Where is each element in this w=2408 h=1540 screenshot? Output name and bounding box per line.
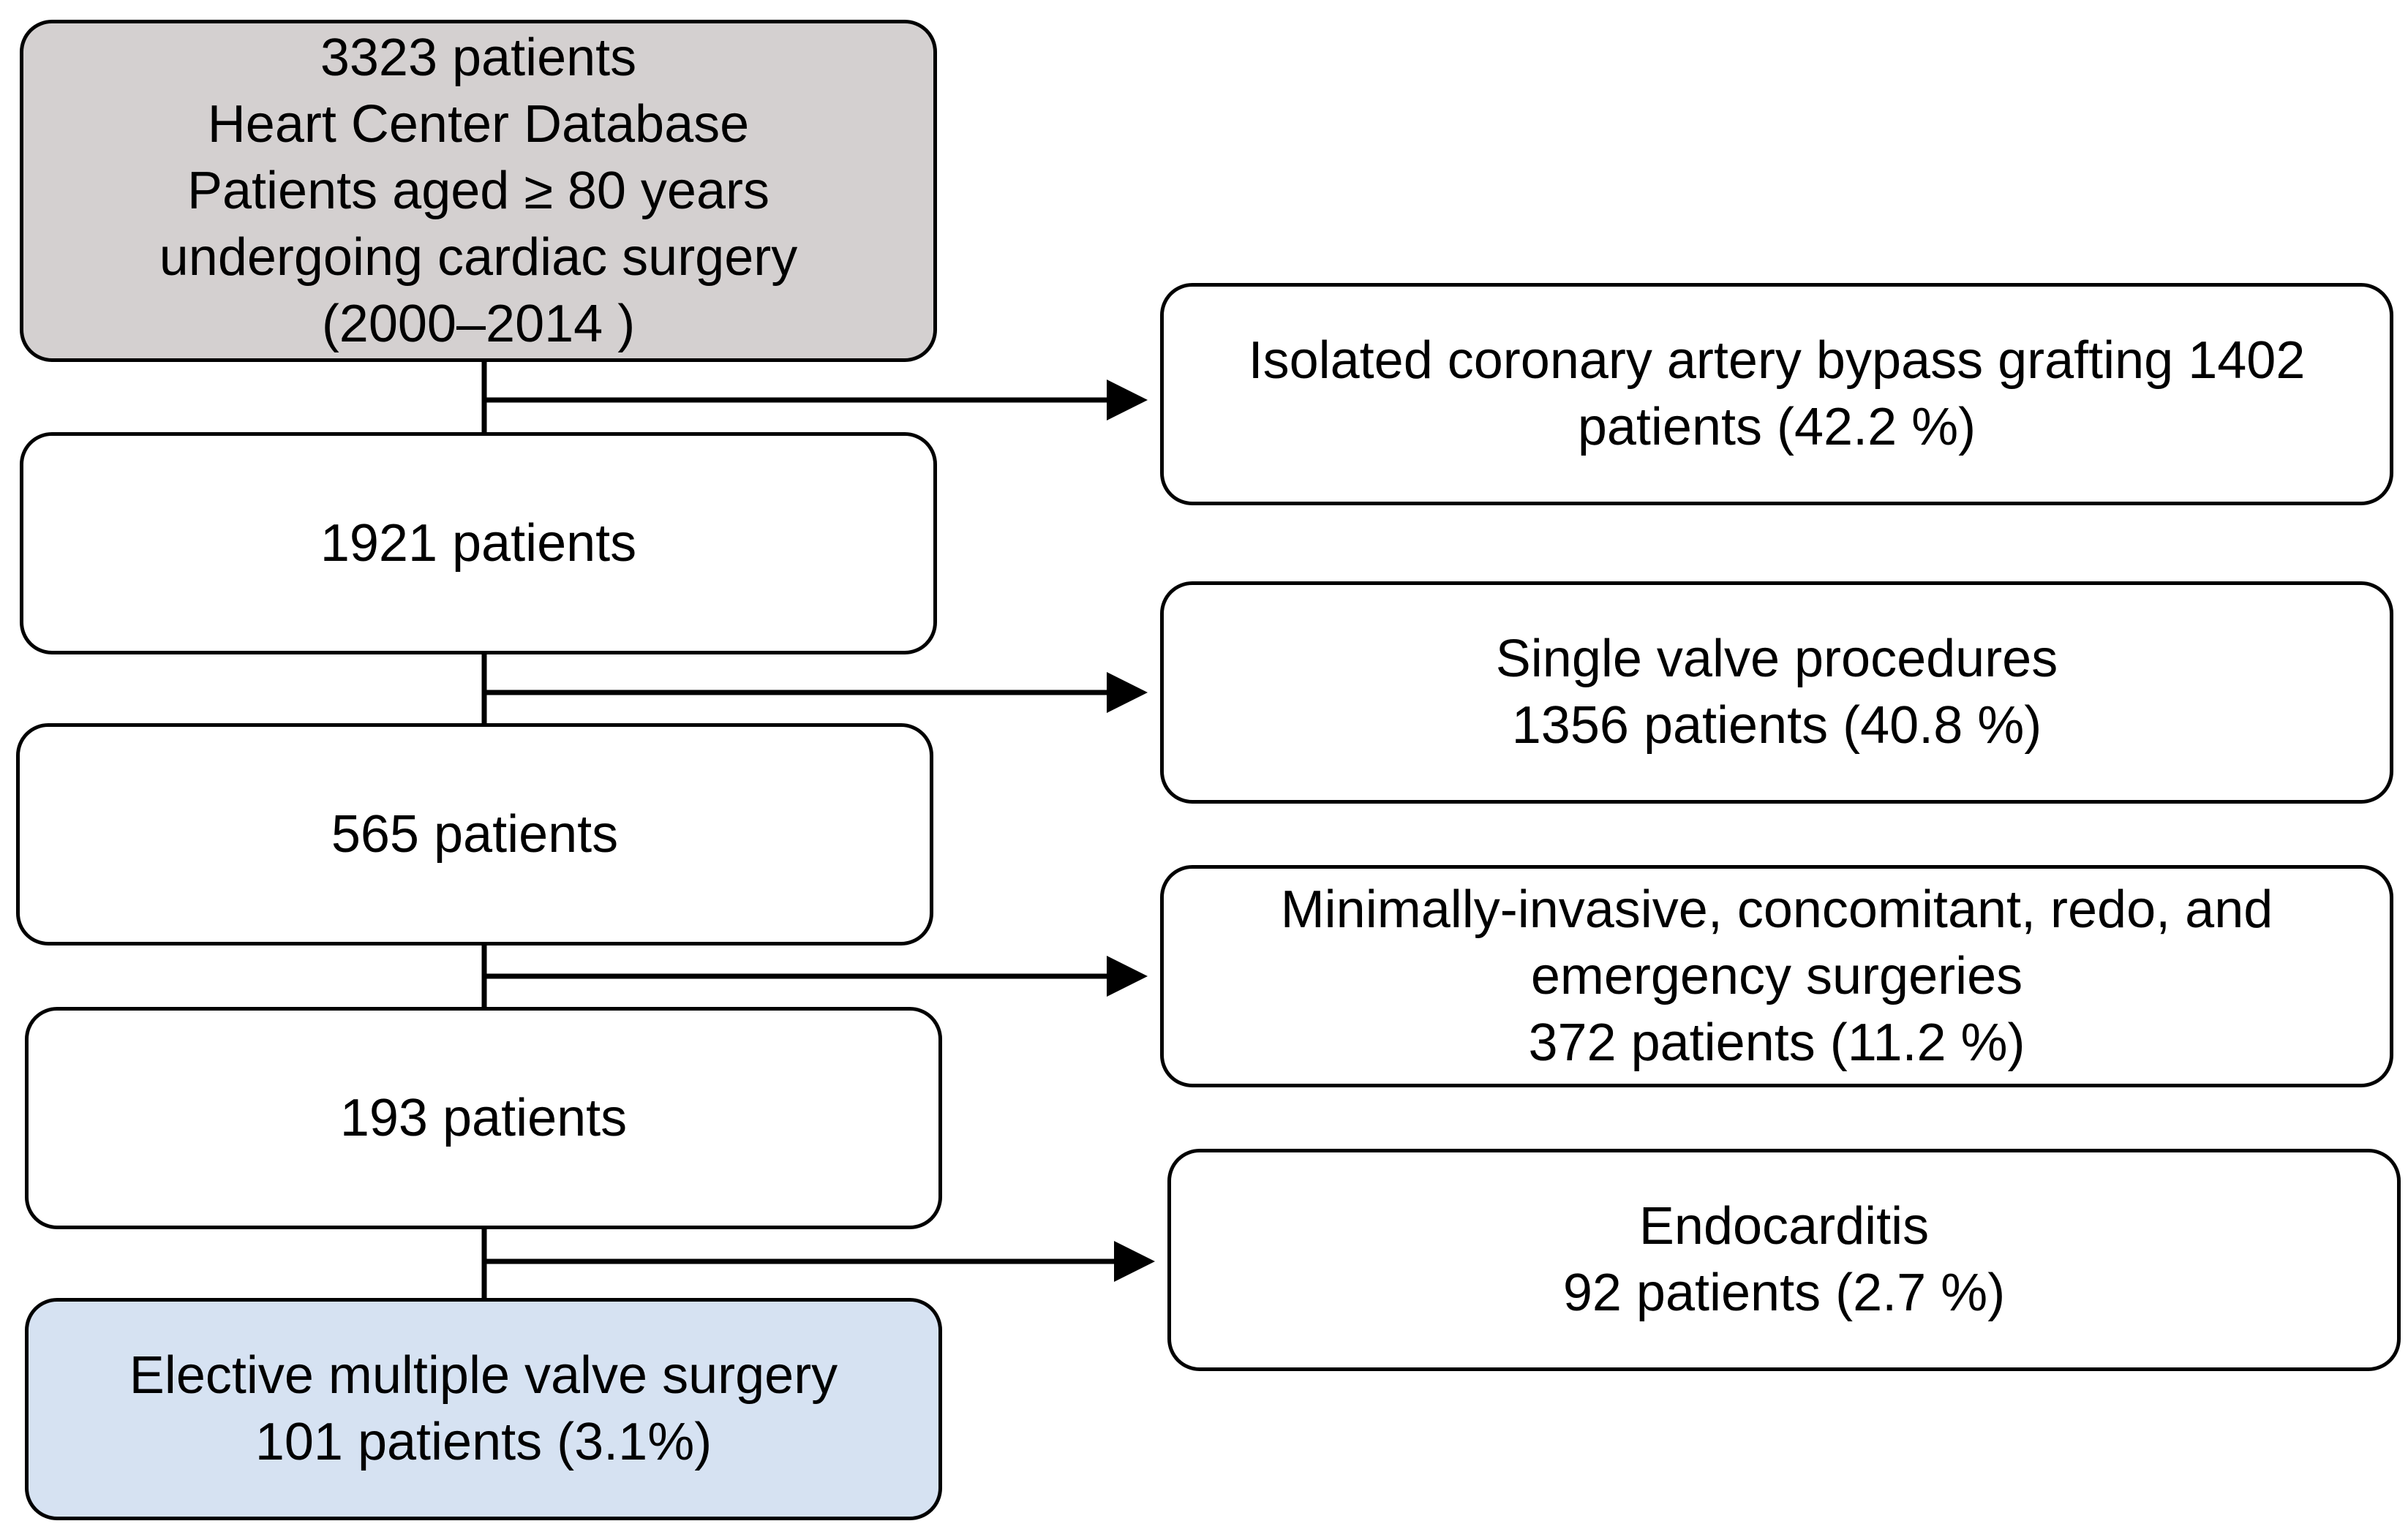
remaining-count-text-3: 193 patients <box>339 1088 628 1147</box>
remaining-patients-box-1: 1921 patients <box>20 432 937 654</box>
exclusion-box-cabg: Isolated coronary artery bypass grafting… <box>1160 283 2393 505</box>
source-age-criterion-text: Patients aged ≥ 80 years <box>187 161 770 220</box>
exclusion-single-valve-line-1: Single valve procedures <box>1495 630 2058 688</box>
remaining-count-text-2: 565 patients <box>331 804 619 864</box>
final-cohort-label-text: Elective multiple valve surgery <box>129 1346 838 1405</box>
remaining-count-text-1: 1921 patients <box>320 513 637 573</box>
source-population-box: 3323 patients Heart Center Database Pati… <box>20 20 937 362</box>
source-period-text: (2000–2014 ) <box>321 294 636 353</box>
remaining-patients-box-2: 565 patients <box>16 723 933 945</box>
final-cohort-count-text: 101 patients (3.1%) <box>255 1413 712 1471</box>
exclusion-box-endocarditis: Endocarditis 92 patients (2.7 %) <box>1167 1149 2401 1371</box>
source-procedure-text: undergoing cardiac surgery <box>159 227 798 287</box>
remaining-patients-box-3: 193 patients <box>25 1007 942 1229</box>
exclusion-cabg-line-2: patients (42.2 %) <box>1577 398 1976 456</box>
exclusion-minimally-invasive-line-2: emergency surgeries <box>1530 946 2023 1005</box>
source-database-text: Heart Center Database <box>207 94 750 154</box>
source-count-text: 3323 patients <box>320 28 637 87</box>
exclusion-box-single-valve: Single valve procedures 1356 patients (4… <box>1160 581 2393 804</box>
exclusion-endocarditis-line-2: 92 patients (2.7 %) <box>1562 1264 2006 1322</box>
exclusion-endocarditis-line-1: Endocarditis <box>1638 1197 1930 1256</box>
exclusion-minimally-invasive-line-3: 372 patients (11.2 %) <box>1528 1013 2025 1072</box>
exclusion-minimally-invasive-line-1: Minimally-invasive, concomitant, redo, a… <box>1280 880 2273 939</box>
exclusion-single-valve-line-2: 1356 patients (40.8 %) <box>1511 696 2042 755</box>
final-cohort-box: Elective multiple valve surgery 101 pati… <box>25 1298 942 1520</box>
exclusion-cabg-line-1: Isolated coronary artery bypass grafting… <box>1248 331 2306 390</box>
exclusion-box-minimally-invasive: Minimally-invasive, concomitant, redo, a… <box>1160 865 2393 1087</box>
